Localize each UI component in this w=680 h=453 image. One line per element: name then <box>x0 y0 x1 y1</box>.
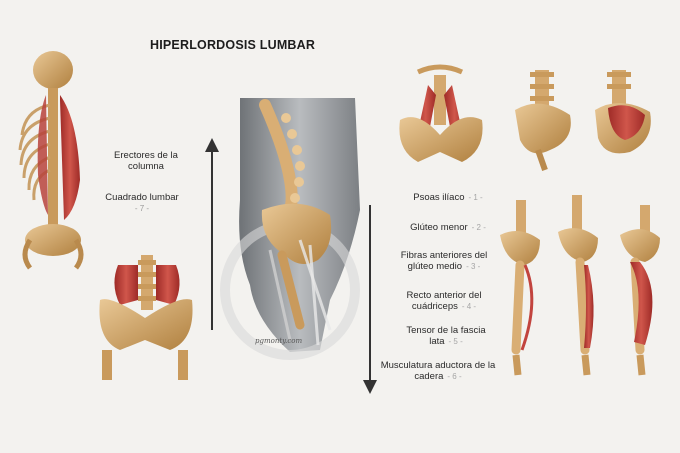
label-gluteus-medius-num: - 3 - <box>466 262 481 271</box>
label-quadratus-lumborum-text: Cuadrado lumbar <box>105 192 179 203</box>
pelvis-side-figure <box>515 70 571 171</box>
leg-sartorius-figure <box>500 200 540 376</box>
label-rectus-femoris-text: Recto anterior del cuádriceps <box>406 290 482 312</box>
down-arrow-icon <box>363 205 377 394</box>
label-erector-spinae-text: Erectores de la columna <box>114 150 178 172</box>
label-gluteus-minimus: Glúteo menor- 2 - <box>398 222 498 233</box>
label-adductors: Musculatura aductora de la cadera- 6 - <box>376 360 500 382</box>
pelvis-gluteus-figure <box>595 70 651 154</box>
label-quadratus-lumborum: Cuadrado lumbar - 7 - <box>92 192 192 214</box>
up-arrow-icon <box>205 138 219 330</box>
label-erector-spinae: Erectores de la columna <box>98 150 194 172</box>
label-tensor-fascia-lata: Tensor de la fascia lata- 5 - <box>396 325 496 347</box>
label-rectus-femoris: Recto anterior del cuádriceps- 4 - <box>390 290 498 312</box>
label-tensor-fascia-lata-num: - 5 - <box>448 337 463 346</box>
artist-signature: pgmonty.com <box>255 337 303 345</box>
label-psoas-num: - 1 - <box>468 193 483 202</box>
leg-rectus-femoris-figure <box>558 195 598 376</box>
label-gluteus-minimus-text: Glúteo menor <box>410 222 468 233</box>
label-quadratus-lumborum-num: - 7 - <box>134 204 150 213</box>
label-rectus-femoris-num: - 4 - <box>461 302 477 311</box>
label-adductors-text: Musculatura aductora de la cadera <box>380 360 496 382</box>
label-gluteus-medius: Fibras anteriores del glúteo medio- 3 - <box>388 250 500 272</box>
page-title: HIPERLORDOSIS LUMBAR <box>150 38 316 52</box>
label-psoas-text: Psoas ilíaco <box>413 192 465 203</box>
label-tensor-fascia-lata-text: Tensor de la fascia lata <box>406 325 486 347</box>
side-view-body-figure <box>220 98 360 360</box>
label-gluteus-minimus-num: - 2 - <box>471 223 486 232</box>
label-psoas: Psoas ilíaco- 1 - <box>398 192 498 203</box>
pelvis-front-figure <box>99 255 193 380</box>
leg-adductors-figure <box>620 205 660 376</box>
label-adductors-num: - 6 - <box>447 372 462 381</box>
label-gluteus-medius-text: Fibras anteriores del glúteo medio <box>400 250 488 272</box>
pelvis-psoas-front-figure <box>399 64 483 162</box>
skeleton-back-figure <box>18 51 84 270</box>
